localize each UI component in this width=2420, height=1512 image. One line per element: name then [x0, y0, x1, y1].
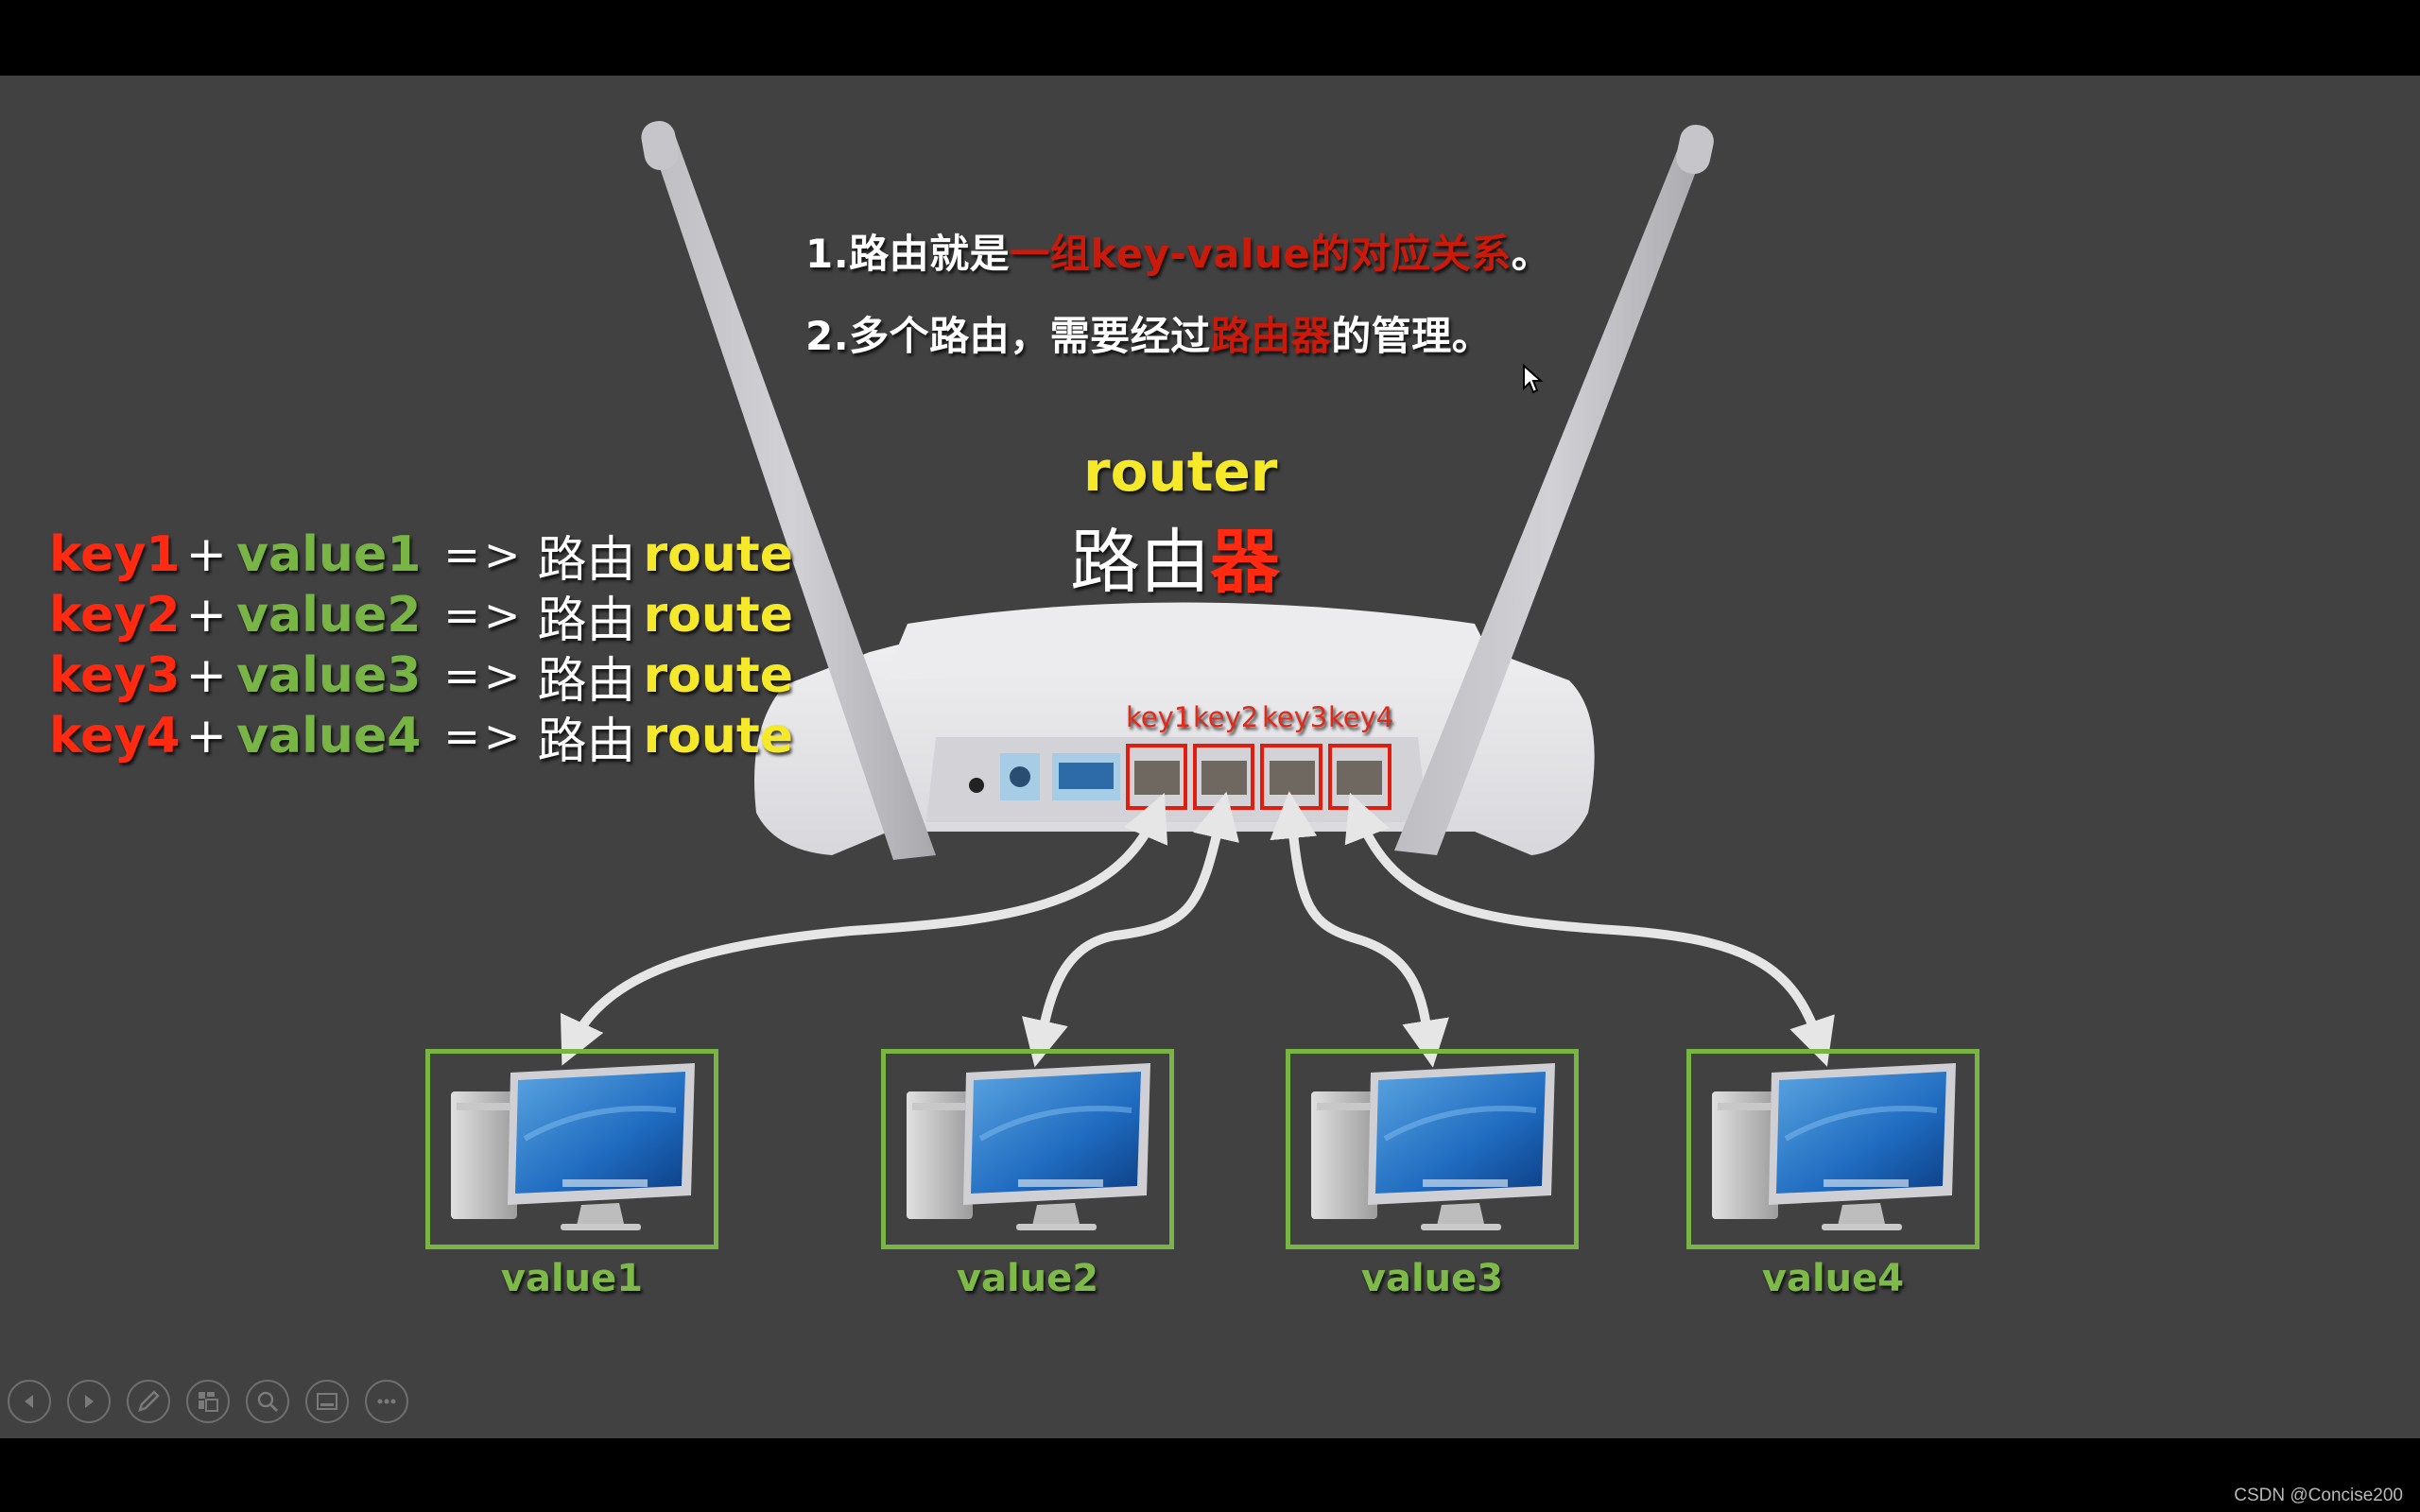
- magnifier-icon: [257, 1391, 279, 1413]
- mapping-route: route: [643, 708, 794, 765]
- headline-line-1: 1.路由就是一组key-value的对应关系。: [805, 222, 1551, 280]
- mapping-value: value2: [236, 587, 422, 644]
- mapping-value: value4: [236, 708, 422, 765]
- subtitles-icon: [317, 1393, 337, 1410]
- mapping-value: value1: [236, 526, 422, 583]
- mapping-key: key1: [49, 526, 181, 583]
- previous-slide-button[interactable]: [8, 1380, 51, 1423]
- mapping-arrow: =>: [443, 529, 525, 580]
- port-label-key1: key1: [1126, 701, 1192, 733]
- headline-2-highlight: 路由器: [1210, 313, 1332, 359]
- mapping-plus: +: [185, 647, 228, 704]
- headline-1-suffix: 。: [1511, 231, 1552, 277]
- top-letterbox-bar: [0, 0, 2420, 76]
- router-illustration: [560, 120, 1835, 1068]
- pen-icon: [138, 1390, 160, 1412]
- mapping-cn: 路由: [537, 713, 636, 770]
- mapping-plus: +: [185, 587, 228, 644]
- presentation-slide: 1.路由就是一组key-value的对应关系。 2.多个路由，需要经过路由器的管…: [0, 76, 2420, 1438]
- mapping-value: value3: [236, 647, 422, 704]
- bottom-letterbox-bar: [0, 1438, 2420, 1512]
- mapping-route: route: [643, 587, 794, 644]
- next-slide-button[interactable]: [67, 1380, 111, 1423]
- computer-value3: [1286, 1049, 1579, 1249]
- computer-label-value4: value4: [1761, 1257, 1905, 1300]
- ellipsis-icon: [377, 1399, 396, 1404]
- computer-value4: [1686, 1049, 1979, 1249]
- computer-value1: [425, 1049, 718, 1249]
- pen-button[interactable]: [127, 1380, 170, 1423]
- mapping-cn: 路由: [537, 592, 636, 649]
- headline-2-suffix: 的管理。: [1331, 313, 1493, 359]
- desktop-computer-icon: [1712, 1063, 1956, 1230]
- desktop-computer-icon: [1311, 1063, 1555, 1230]
- desktop-computer-icon: [907, 1063, 1150, 1230]
- port-label-key4: key4: [1328, 701, 1394, 733]
- see-all-slides-button[interactable]: [186, 1380, 230, 1423]
- headline-line-2: 2.多个路由，需要经过路由器的管理。: [805, 304, 1492, 362]
- computer-label-value3: value3: [1360, 1257, 1504, 1300]
- router-title-english: router: [1083, 439, 1278, 504]
- mapping-route: route: [643, 526, 794, 583]
- mapping-route: route: [643, 647, 794, 704]
- router-title-cn-highlight: 器: [1210, 522, 1280, 603]
- headline-1-highlight: 一组key-value的对应关系: [1010, 231, 1512, 277]
- mapping-arrow: =>: [443, 711, 525, 762]
- mapping-cn: 路由: [537, 531, 636, 589]
- mapping-plus: +: [185, 526, 228, 583]
- mapping-arrow: =>: [443, 650, 525, 701]
- computer-value2: [881, 1049, 1174, 1249]
- mapping-key: key4: [49, 708, 181, 765]
- triangle-right-icon: [85, 1395, 94, 1408]
- mapping-cn: 路由: [537, 652, 636, 710]
- mapping-plus: +: [185, 708, 228, 765]
- zoom-button[interactable]: [246, 1380, 289, 1423]
- mapping-key: key3: [49, 647, 181, 704]
- desktop-computer-icon: [451, 1063, 695, 1230]
- mapping-key: key2: [49, 587, 181, 644]
- slideshow-toolbar: [8, 1380, 408, 1423]
- more-options-button[interactable]: [365, 1380, 408, 1423]
- mouse-cursor-icon: [1523, 364, 1544, 394]
- router-title-chinese: 路由器: [1070, 506, 1280, 607]
- headline-2-prefix: 2.多个路由，需要经过: [805, 313, 1211, 359]
- router-title-cn-prefix: 路由: [1070, 522, 1210, 603]
- port-label-key3: key3: [1262, 701, 1328, 733]
- mapping-arrow: =>: [443, 590, 525, 641]
- triangle-left-icon: [25, 1395, 33, 1408]
- watermark: CSDN @Concise200: [2234, 1486, 2403, 1505]
- port-label-key2: key2: [1193, 701, 1259, 733]
- computer-label-value2: value2: [956, 1257, 1099, 1300]
- subtitles-button[interactable]: [305, 1380, 349, 1423]
- headline-1-prefix: 1.路由就是: [805, 231, 1011, 277]
- slides-grid-icon: [199, 1392, 218, 1412]
- computer-label-value1: value1: [500, 1257, 644, 1300]
